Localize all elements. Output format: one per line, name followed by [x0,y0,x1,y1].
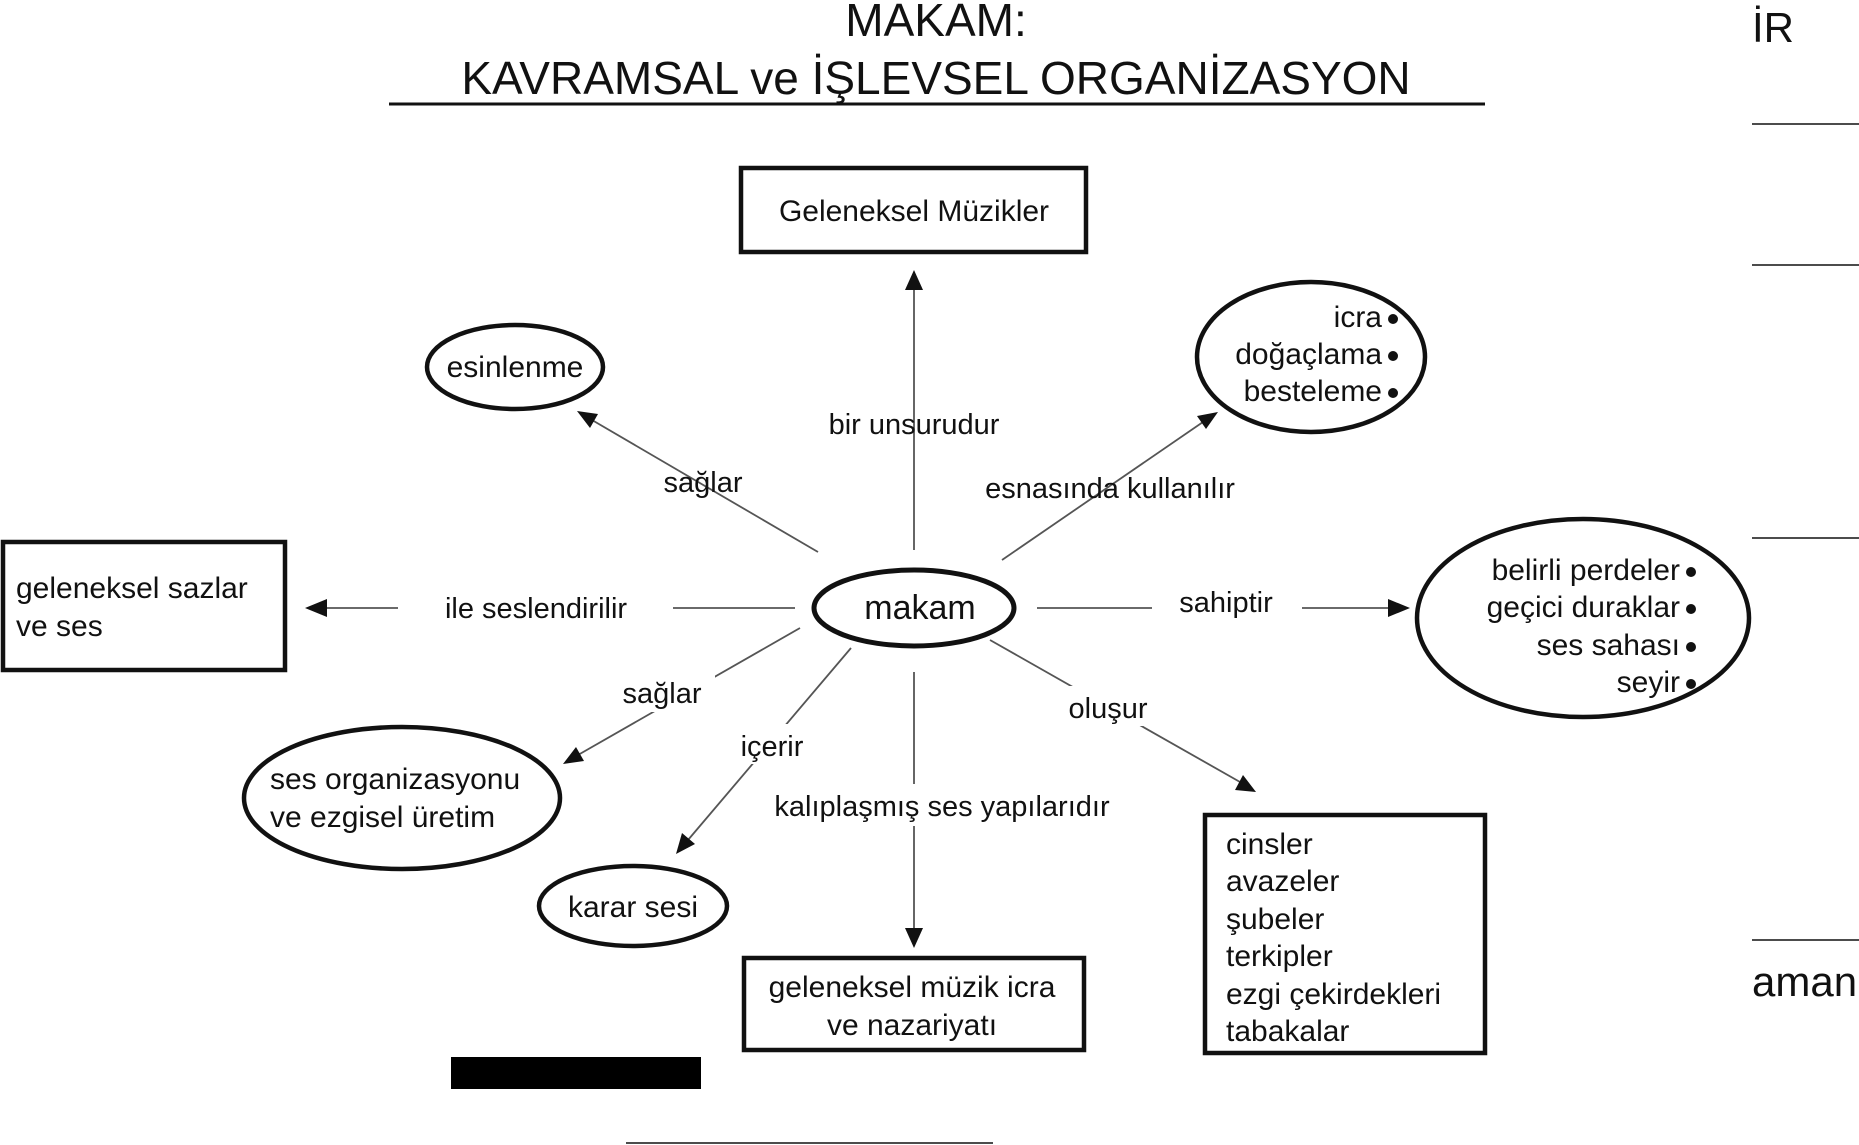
node-perde-item: geçici duraklar [1487,591,1680,624]
bullet-icon [1686,679,1696,689]
node-karar-sesi: karar sesi [536,863,730,949]
node-perde-item: belirli perdeler [1492,554,1680,587]
arrowhead-up-left [577,411,598,428]
node-karar-sesi-label: karar sesi [568,891,698,924]
arrowhead-up-right [1197,412,1218,429]
arrowhead-down-left [563,747,584,764]
cutoff-text-top-right: İR [1752,4,1794,51]
node-icra-item: doğaçlama [1235,338,1382,371]
node-geleneksel-sazlar-line: geleneksel sazlar [16,572,248,605]
edge-saglar-bottom: sağlar [563,627,801,764]
node-cinsler-item: tabakalar [1226,1015,1349,1048]
title-line-2: KAVRAMSAL ve İŞLEVSEL ORGANİZASYON [461,52,1410,104]
node-ses-organizasyonu-line: ses organizasyonu [270,763,520,796]
arrowhead-down-right [1235,775,1256,792]
node-esinlenme-label: esinlenme [447,351,584,384]
node-icra-item: icra [1334,301,1383,334]
edge-ile-seslendirilir: ile seslendirilir [305,584,795,628]
arrowhead-down [905,928,923,948]
node-cinsler-item: terkipler [1226,940,1333,973]
rel-sahiptir: sahiptir [1179,587,1273,619]
edge-kaliplasmis: kalıplaşmış ses yapılarıdır [745,672,1140,948]
arrowhead-down-left-2 [676,833,695,854]
node-cinsler-group: cinsler avazeler şubeler terkipler ezgi … [1202,812,1488,1056]
node-geleneksel-muzikler: Geleneksel Müzikler [738,165,1089,255]
node-geleneksel-muzikler-label: Geleneksel Müzikler [779,195,1049,228]
rel-saglar-top: sağlar [664,467,743,499]
rel-esnasinda-kullanilir: esnasında kullanılır [985,473,1235,505]
node-muzik-icra-line: ve nazariyatı [827,1009,997,1042]
node-perde-item: ses sahası [1537,629,1680,662]
node-geleneksel-sazlar-line: ve ses [16,610,103,643]
rel-icerir: içerir [741,731,804,763]
node-perde-item: seyir [1617,666,1680,699]
arrowhead-right [1388,599,1410,617]
edge-olusur: oluşur [989,639,1256,792]
node-cinsler-item: ezgi çekirdekleri [1226,978,1441,1011]
arrowhead-up [905,270,923,290]
node-makam: makam [811,567,1017,649]
rel-bir-unsurudur: bir unsurudur [829,409,1000,441]
bullet-icon [1388,351,1398,361]
node-cinsler-item: şubeler [1226,903,1324,936]
edge-saglar-top: sağlar [577,411,819,553]
edge-sahiptir: sahiptir [1037,584,1410,628]
node-cinsler-item: cinsler [1226,828,1313,861]
node-muzik-icra-line: geleneksel müzik icra [769,971,1056,1004]
bullet-icon [1686,567,1696,577]
node-esinlenme: esinlenme [424,322,606,412]
black-bar [451,1057,701,1089]
node-muzik-icra: geleneksel müzik icra ve nazariyatı [741,955,1087,1053]
bullet-icon [1388,388,1398,398]
node-cinsler-item: avazeler [1226,865,1339,898]
edge-bir-unsurudur: bir unsurudur [829,270,1000,550]
rel-ile-seslendirilir: ile seslendirilir [445,593,627,625]
node-icra-group: icra doğaçlama besteleme [1194,279,1428,435]
edge-esnasinda-kullanilir: esnasında kullanılır [985,412,1235,561]
bullet-icon [1388,314,1398,324]
bullet-icon [1686,642,1696,652]
rel-olusur: oluşur [1069,693,1148,725]
node-ses-organizasyonu: ses organizasyonu ve ezgisel üretim [241,724,563,872]
rel-saglar-bottom: sağlar [623,678,702,710]
title-line-1: MAKAM: [845,0,1026,46]
node-icra-item: besteleme [1244,375,1382,408]
cutoff-text-bottom-right: aman [1752,958,1857,1005]
node-ses-organizasyonu-line: ve ezgisel üretim [270,801,495,834]
bullet-icon [1686,604,1696,614]
node-geleneksel-sazlar: geleneksel sazlar ve ses [0,539,288,673]
edge-icerir: içerir [676,647,852,854]
node-makam-label: makam [864,589,975,627]
rel-kaliplasmis: kalıplaşmış ses yapılarıdır [774,791,1110,823]
node-perde-group: belirli perdeler geçici duraklar ses sah… [1414,516,1752,720]
arrowhead-left [305,599,327,617]
